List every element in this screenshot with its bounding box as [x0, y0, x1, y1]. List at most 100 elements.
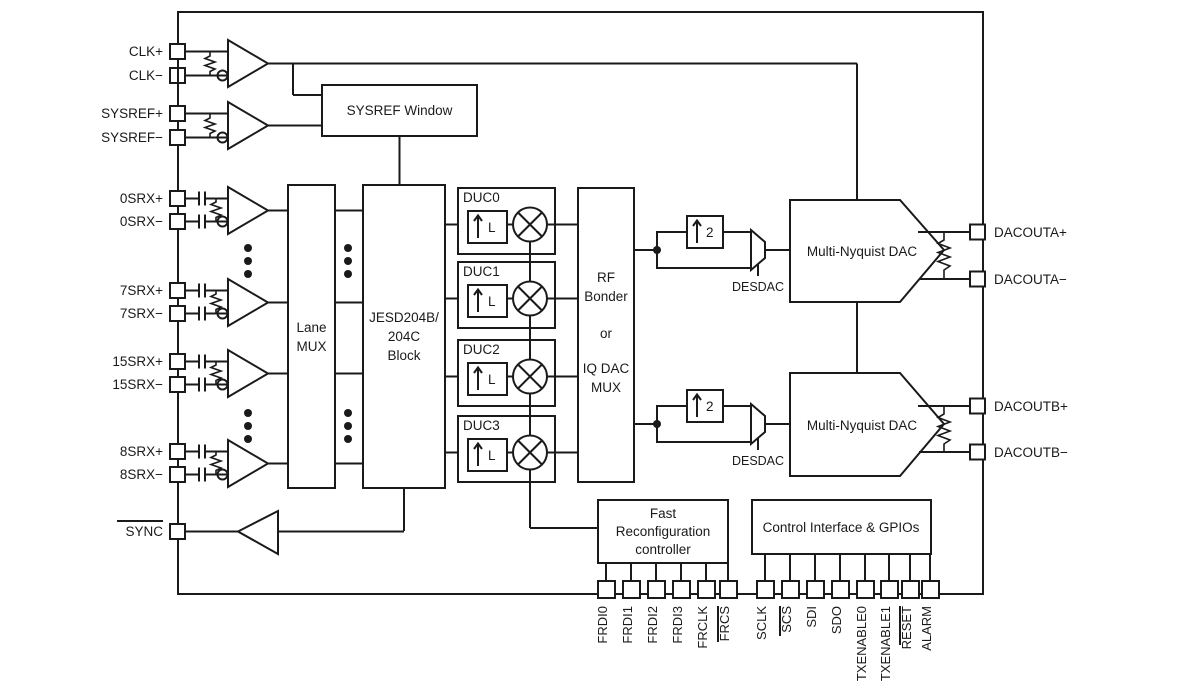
label-0srx-plus: 0SRX+ — [120, 191, 163, 206]
nco-control-bus — [529, 241, 598, 529]
label-frcs: FRCS — [717, 606, 732, 642]
clk-input-group — [169, 38, 858, 200]
rf-bonder-label-4: IQ DAC — [583, 361, 630, 376]
srx8-input-group — [169, 392, 288, 531]
sysref-termination-resistor — [202, 113, 218, 138]
clk-buffer-amp — [227, 38, 270, 89]
bottom-pins-group-a: FRDI0 FRDI1 FRDI2 FRDI3 FRCLK FRCS — [595, 563, 738, 649]
duc1-interp-factor: L — [488, 294, 496, 309]
duc2-block: DUC2 L — [457, 339, 578, 407]
label-dacouta-plus: DACOUTA+ — [994, 225, 1067, 240]
desdac-b-mux — [750, 401, 766, 447]
sysref-window-label: SYSREF Window — [347, 103, 453, 118]
pin-txenable1[interactable] — [880, 580, 899, 599]
pin-dacoutb-minus[interactable] — [969, 443, 986, 461]
srx15-input-group — [169, 321, 288, 399]
duc2-label: DUC2 — [463, 342, 500, 357]
dac-a-label: Multi-Nyquist DAC — [807, 244, 918, 259]
pin-8srx-minus[interactable] — [169, 466, 186, 483]
pin-frclk[interactable] — [697, 580, 716, 599]
pin-sclk[interactable] — [756, 580, 775, 599]
interp2-a-up-arrow-icon — [692, 218, 702, 243]
duc1-block: DUC1 L — [457, 261, 578, 329]
label-clk-minus: CLK− — [129, 68, 163, 83]
label-clk-plus: CLK+ — [129, 44, 163, 59]
dac-b-load-resistor — [935, 406, 953, 452]
pin-frcs[interactable] — [719, 580, 738, 599]
srx0-buffer-amp — [227, 185, 270, 236]
desdac-b-label: DESDAC — [732, 454, 784, 468]
pin-sync[interactable] — [169, 523, 186, 540]
dac-a-shape — [789, 199, 946, 303]
control-interface-box — [751, 499, 932, 555]
label-sync-group: SYNC — [117, 520, 163, 539]
label-sclk: SCLK — [754, 606, 769, 640]
srx0-input-group — [169, 145, 288, 236]
pin-0srx-plus[interactable] — [169, 190, 186, 207]
duc2-interp-factor: L — [488, 372, 496, 387]
desdac-path-b: 2 DESDAC — [634, 389, 790, 468]
lane-mux-block: Lane MUX — [287, 184, 363, 489]
label-frdi2: FRDI2 — [645, 606, 660, 644]
pin-0srx-minus[interactable] — [169, 213, 186, 230]
duc1-mixer-x2 — [517, 285, 543, 312]
duc0-interp-factor: L — [488, 220, 496, 235]
duc0-block: DUC0 L — [457, 187, 578, 255]
pin-dacouta-minus[interactable] — [969, 270, 986, 288]
label-15srx-plus: 15SRX+ — [112, 354, 163, 369]
duc3-block: DUC3 L — [457, 415, 578, 483]
pin-clk-plus[interactable] — [169, 43, 186, 60]
pin-15srx-minus[interactable] — [169, 376, 186, 393]
lane-mux-label-1: Lane — [296, 320, 326, 335]
pin-frdi2[interactable] — [647, 580, 666, 599]
pin-sdo[interactable] — [831, 580, 850, 599]
pin-reset[interactable] — [901, 580, 920, 599]
fast-reconfig-label-3: controller — [635, 542, 691, 557]
label-15srx-minus: 15SRX− — [112, 377, 163, 392]
srx15-buffer-amp — [227, 348, 270, 399]
duc0-label: DUC0 — [463, 190, 500, 205]
label-7srx-minus: 7SRX− — [120, 306, 163, 321]
desdac-b-upper-to-mux — [723, 405, 752, 411]
pin-txenable0[interactable] — [856, 580, 875, 599]
pin-dacouta-plus[interactable] — [969, 223, 986, 241]
desdac-a-mux — [750, 227, 766, 273]
pin-dacoutb-plus[interactable] — [969, 397, 986, 415]
pin-8srx-plus[interactable] — [169, 443, 186, 460]
label-8srx-plus: 8SRX+ — [120, 444, 163, 459]
dac-b-shape — [789, 372, 946, 477]
label-sysref-plus: SYSREF+ — [101, 106, 163, 121]
interp2-a-factor: 2 — [706, 225, 714, 240]
duc3-label: DUC3 — [463, 418, 500, 433]
srx15-invert-bubble — [216, 378, 229, 391]
pin-frdi3[interactable] — [672, 580, 691, 599]
fast-reconfig-box — [597, 499, 729, 564]
label-sdo: SDO — [829, 606, 844, 634]
pin-15srx-plus[interactable] — [169, 353, 186, 370]
pin-7srx-plus[interactable] — [169, 282, 186, 299]
duc3-interpolator-box — [467, 438, 508, 472]
pin-sdi[interactable] — [806, 580, 825, 599]
duc2-up-arrow-icon — [473, 365, 483, 390]
desdac-a-upper-branch — [656, 231, 687, 250]
label-sdi: SDI — [804, 606, 819, 628]
jesd-label-2: 204C — [388, 329, 421, 344]
pin-scs[interactable] — [781, 580, 800, 599]
pin-sysref-plus[interactable] — [169, 105, 186, 122]
desdac-b-bypass-branch — [656, 424, 752, 443]
pin-frdi0[interactable] — [597, 580, 616, 599]
pin-7srx-minus[interactable] — [169, 305, 186, 322]
label-alarm: ALARM — [919, 606, 934, 651]
pin-alarm[interactable] — [921, 580, 940, 599]
duc1-label: DUC1 — [463, 264, 500, 279]
pin-frdi1[interactable] — [622, 580, 641, 599]
desdac-a-label: DESDAC — [732, 280, 784, 294]
dac-b-block: Multi-Nyquist DAC — [789, 372, 986, 477]
label-dacouta-minus: DACOUTA− — [994, 272, 1067, 287]
pin-sysref-minus[interactable] — [169, 129, 186, 146]
lane-mux-label-2: MUX — [297, 339, 327, 354]
srx8-termination-resistor — [208, 451, 224, 475]
srx7-input-group — [169, 229, 288, 328]
desdac-a-bypass-branch — [656, 250, 752, 269]
